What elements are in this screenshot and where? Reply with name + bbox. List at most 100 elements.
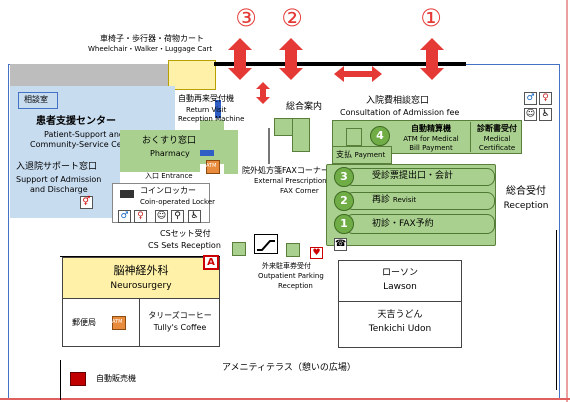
consult-room-label: 相談室 (24, 95, 48, 104)
fax-corner-ja: 院外処方箋FAXコーナー (242, 166, 329, 175)
coin-locker-ja: コインロッカー (140, 186, 196, 195)
neurosurgery-zone (62, 257, 220, 299)
payment-en: Payment (354, 151, 386, 159)
auto-payment-en1: ATM for Medical (403, 135, 459, 143)
vending-label: 自動販売機 (96, 374, 136, 383)
step-two-circle: 2 (334, 191, 354, 211)
cs-set-en: CS Sets Reception (148, 241, 221, 250)
return-visit-ja: 自動再来受付機 (178, 94, 234, 103)
restroom-icon: ♂ (118, 210, 131, 223)
arrow-one (420, 38, 444, 80)
outer-red-edge (0, 398, 570, 400)
tullys-zone (140, 299, 220, 347)
lawson-zone (338, 260, 462, 302)
admission-fee-en: Consultation of Admission fee (340, 108, 460, 117)
restroom-icon: ♀ (134, 210, 147, 223)
wheelchair-cart-label-ja: 車椅子・歩行器・荷物カート (100, 34, 204, 43)
general-reception-ja: 総合受付 (506, 186, 546, 197)
post-atm-label: ATM (112, 319, 123, 325)
escalator-icon-glyph (257, 240, 275, 251)
patient-support-zone-lower (10, 158, 120, 218)
revisit-window[interactable] (345, 192, 495, 210)
post-atm-box (112, 316, 126, 330)
patient-support-en2: Community-Service Center (30, 140, 139, 149)
neurosurgery-tag: A (203, 255, 219, 270)
certificate-en1: Medical (483, 135, 511, 143)
restroom-icon: ♂ (524, 92, 537, 105)
udon-en: Tenkichi Udon (368, 324, 432, 334)
step-one-circle: 1 (334, 214, 354, 234)
tullys-ja: タリーズコーヒー (148, 311, 212, 320)
revisit-label: 再診 Revisit (372, 195, 416, 205)
neurosurgery-ja: 脳神経外科 (113, 264, 169, 277)
payment-pillar (346, 128, 362, 146)
pharmacy-label-ja: おくすり窓口 (142, 136, 197, 146)
pay-phone-icon: ☎ (334, 238, 347, 251)
baby-icon: ☺ (524, 108, 537, 121)
pharmacy-label-en: Pharmacy (150, 149, 190, 158)
auto-payment-ja: 自動精算機 (411, 124, 451, 133)
marker-two: ② (281, 4, 303, 32)
pharmacy-blue-mark-2 (200, 150, 214, 156)
lawson-ja: ローソン (381, 268, 418, 278)
step-four-circle: 4 (370, 126, 390, 146)
admission-fee-ja: 入院費相談窓口 (366, 96, 430, 106)
discharge-support-en2: and Discharge (30, 185, 88, 194)
post-office-label: 郵便局 (72, 318, 96, 327)
coin-locker-en: Coin-operated Locker (140, 198, 216, 206)
arrow-horizontal (334, 66, 382, 82)
amenity-terrace-label: アメニティテラス（憩いの広場） (222, 363, 356, 373)
restroom-icon: ⚥ (80, 196, 93, 209)
auto-payment-en2: Bill Payment (409, 144, 453, 152)
discharge-support-ja: 入退院サポート窓口 (16, 162, 98, 172)
parking-en1: Outpatient Parking (258, 272, 324, 280)
patient-support-ja: 患者支援センター (36, 116, 116, 127)
udon-ja: 天吉うどん (377, 310, 423, 320)
restroom-icon: ♀ (539, 92, 552, 105)
locker-box (120, 190, 134, 198)
consult-room-box (18, 92, 58, 109)
reception-divider (470, 122, 471, 152)
fax-corner-wall (268, 128, 270, 164)
pharmacy-counter (200, 120, 224, 164)
general-reception-en: Reception (503, 201, 549, 211)
return-visit-en2: Reception Machine (178, 115, 245, 123)
arrow-small (256, 82, 270, 104)
first-visit-label: 初診・FAX予約 (372, 219, 434, 229)
atm-box (206, 160, 220, 174)
wheelchair-cart-label-en: Wheelchair・Walker・Luggage Cart (88, 45, 213, 53)
certificate-ja: 診断書受付 (477, 124, 517, 133)
cs-set-ja: CSセット受付 (160, 229, 211, 238)
wheelchair-icon: ♿ (539, 108, 552, 121)
auto-payment-box (394, 122, 470, 152)
udon-zone (338, 302, 462, 348)
discharge-support-en1: Support of Admission (16, 175, 102, 184)
neurosurgery-en: Neurosurgery (110, 281, 172, 291)
patient-support-en1: Patient-Support and (44, 130, 124, 139)
certificate-en2: Certificate (478, 144, 516, 152)
return-visit-machine (224, 130, 238, 174)
lower-left-wall (60, 360, 61, 400)
arrow-two (279, 38, 303, 80)
pharmacy-blue-mark (215, 100, 221, 118)
entrance-ja: 入口 (145, 172, 159, 180)
wall-strip (10, 64, 168, 86)
payment-label: 支払 Payment (336, 150, 385, 159)
step-three-circle: 3 (334, 167, 354, 187)
wall-segment (418, 62, 466, 66)
right-wall (556, 230, 557, 390)
tullys-en: Tully's Coffee (153, 323, 207, 332)
wheelchair-icon: ♿ (188, 210, 201, 223)
aed-icon: ♥ (310, 247, 323, 259)
vending-box (70, 372, 86, 386)
general-info-label: 総合案内 (286, 102, 323, 112)
cart-area (168, 60, 216, 90)
fax-corner-en1: External Prescription (254, 177, 327, 185)
baby-icon: ☺ (155, 210, 168, 223)
parking-ja: 外来駐車券受付 (262, 262, 311, 270)
restroom-icon: ⚲ (171, 210, 184, 223)
revisit-en: Revisit (392, 196, 417, 204)
payment-ja: 支払 (336, 150, 352, 159)
